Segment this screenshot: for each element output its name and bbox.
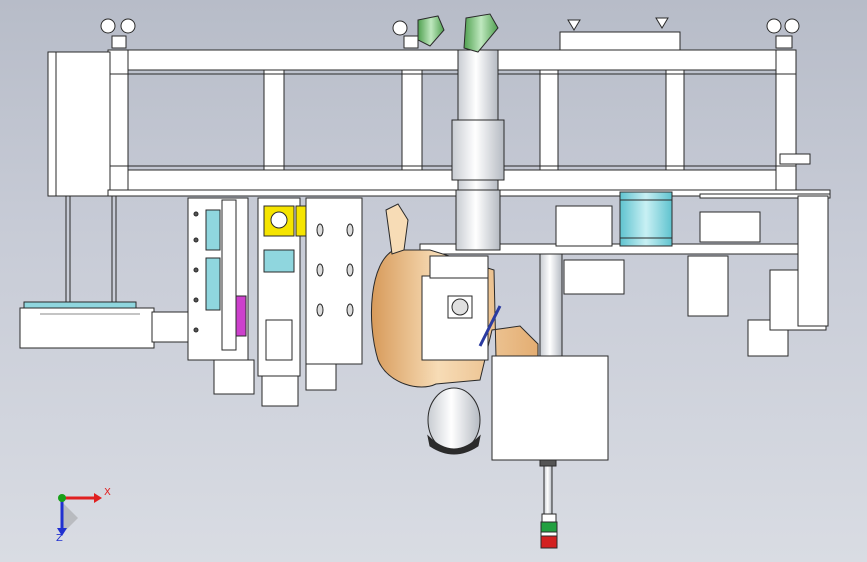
control-box — [491, 355, 609, 517]
z-axis-arrow — [57, 528, 67, 536]
vertical-module-1 — [187, 197, 255, 395]
right-assemblies — [555, 191, 829, 357]
x-axis-arrow — [94, 493, 102, 503]
left-conveyor — [19, 301, 193, 349]
x-axis-label: X — [104, 487, 111, 498]
y-axis-dot — [58, 494, 66, 502]
vertical-module-3 — [305, 197, 363, 391]
caster-right — [766, 18, 800, 49]
robot-arm — [370, 203, 539, 455]
axis-triad: X Z — [40, 480, 120, 550]
z-axis-label: Z — [56, 533, 63, 544]
caster-center — [392, 20, 419, 49]
caster-left — [100, 18, 136, 49]
vertical-module-2 — [257, 197, 311, 407]
left-cabinet — [47, 51, 117, 310]
top-hardware — [100, 13, 800, 53]
signal-tower — [540, 513, 558, 549]
triad-svg — [57, 493, 102, 536]
robot-column — [451, 49, 563, 359]
